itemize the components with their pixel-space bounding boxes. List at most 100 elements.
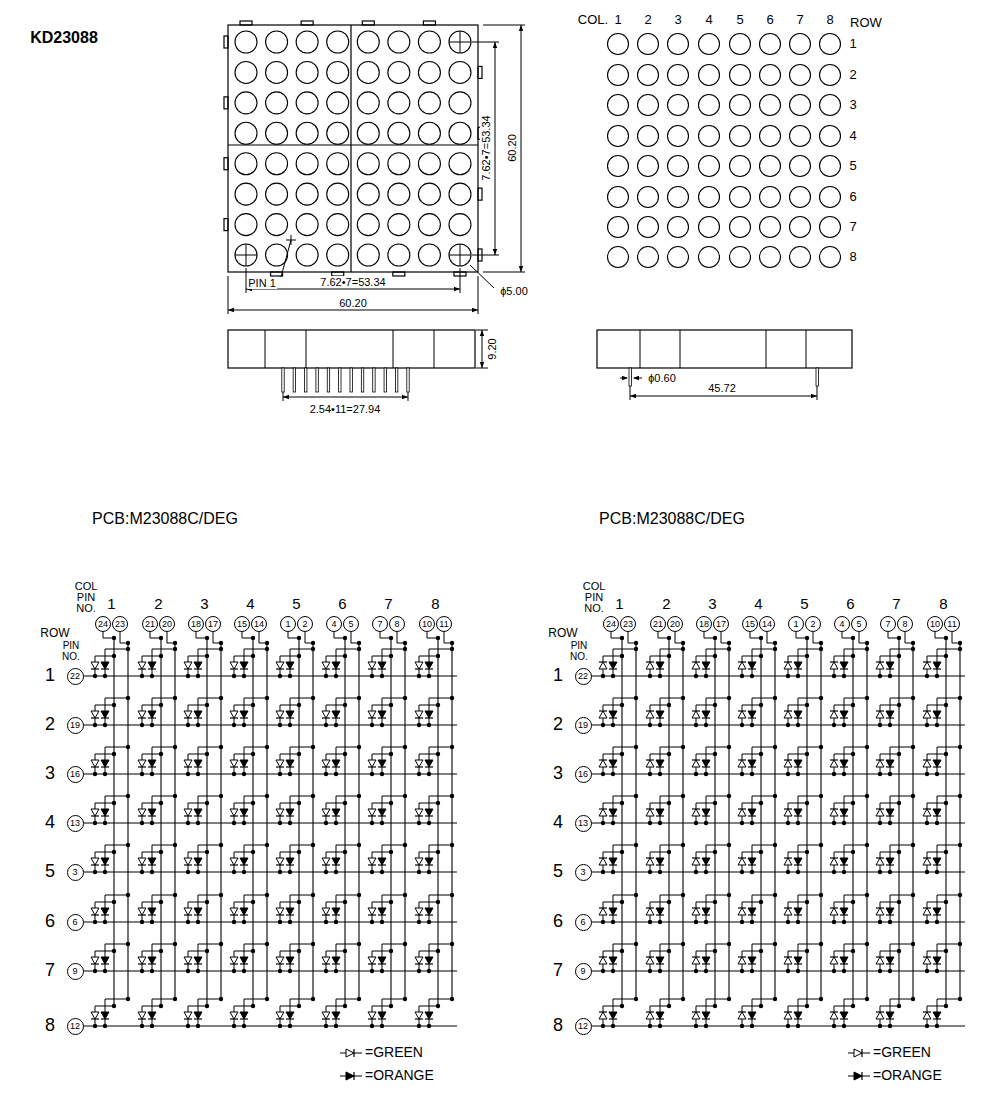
junction-dot [126, 942, 130, 946]
green-led-symbol [368, 760, 376, 767]
junction-dot [648, 920, 652, 924]
junction-dot [911, 696, 915, 700]
diode-lead [696, 951, 697, 957]
junction-dot [888, 674, 892, 678]
junction-dot [681, 641, 685, 645]
diode-lead [244, 999, 267, 1000]
diode-lead [105, 747, 106, 760]
outline-tab [478, 188, 482, 200]
diode-lead [613, 649, 614, 662]
diode-lead [788, 1006, 789, 1012]
junction-dot [865, 696, 869, 700]
led-outline [388, 244, 410, 266]
diode-lead [798, 999, 799, 1012]
diode-lead [244, 895, 267, 896]
diode-lead [880, 705, 881, 711]
led-outline [327, 31, 349, 53]
led-outline [357, 92, 379, 114]
junction-dot [796, 870, 800, 874]
diode-lead [372, 705, 373, 711]
diode-lead [290, 796, 291, 809]
green-led-symbol [599, 711, 607, 718]
diode-lead [603, 754, 604, 760]
outline-tab [301, 21, 313, 25]
junction-dot [150, 870, 154, 874]
diode-lead [198, 747, 221, 748]
junction-dot [601, 870, 605, 874]
junction-dot [773, 745, 777, 749]
junction-dot [450, 843, 454, 847]
diode-lead [142, 705, 143, 711]
junction-dot [205, 949, 209, 953]
junction-dot [819, 794, 823, 798]
pin-lead [305, 368, 307, 392]
junction-dot [370, 870, 374, 874]
diode-lead [798, 845, 821, 846]
diode-lead [95, 754, 96, 760]
junction-dot [103, 969, 107, 973]
junction-dot [634, 942, 638, 946]
green-led-symbol [415, 1012, 423, 1019]
diode-lead [234, 705, 235, 711]
junction-dot [334, 969, 338, 973]
junction-dot [773, 641, 777, 645]
led-outline [449, 183, 471, 205]
dimension-arrowhead [519, 25, 523, 31]
led-outline [668, 187, 689, 208]
green-led-symbol [184, 711, 192, 718]
body-seam [806, 330, 807, 368]
junction-dot [265, 843, 269, 847]
orange-led-symbol [101, 858, 109, 865]
diode-lead [788, 754, 789, 760]
junction-dot [878, 723, 882, 727]
orange-led-symbol [425, 760, 433, 767]
junction-dot [112, 654, 116, 658]
junction-dot [611, 821, 615, 825]
junction-dot [796, 969, 800, 973]
mounting-cross [459, 244, 460, 266]
junction-dot [704, 723, 708, 727]
green-led-symbol [230, 760, 238, 767]
orange-led-symbol [702, 1012, 710, 1019]
junction-dot [173, 843, 177, 847]
junction-dot [205, 752, 209, 756]
diode-lead [326, 902, 327, 908]
green-led-symbol [692, 662, 700, 669]
diode-lead [244, 845, 267, 846]
green-led-symbol [599, 957, 607, 964]
junction-dot [667, 900, 671, 904]
junction-dot [805, 654, 809, 658]
orange-led-symbol [840, 760, 848, 767]
diode-lead [613, 698, 614, 711]
led-outline [790, 34, 811, 55]
junction-dot [681, 997, 685, 1001]
junction-dot [832, 1024, 836, 1028]
diode-lead [798, 796, 821, 797]
diode-lead [742, 656, 743, 662]
junction-dot [311, 997, 315, 1001]
junction-dot [450, 942, 454, 946]
diode-lead [198, 747, 199, 760]
junction-dot [278, 1024, 282, 1028]
junction-dot [343, 801, 347, 805]
diode-lead [844, 944, 845, 957]
junction-dot [324, 870, 328, 874]
led-outline [266, 31, 288, 53]
led-outline [820, 34, 841, 55]
junction-dot [343, 636, 347, 640]
junction-dot [278, 870, 282, 874]
diode-lead [798, 698, 821, 699]
led-outline [357, 214, 379, 236]
led-outline [235, 244, 257, 266]
led-outline [668, 65, 689, 86]
junction-dot [786, 821, 790, 825]
junction-dot [704, 920, 708, 924]
diode-lead [290, 845, 313, 846]
orange-led-symbol [886, 662, 894, 669]
green-led-symbol [784, 711, 792, 718]
diode-lead [844, 895, 845, 908]
led-outline [790, 187, 811, 208]
diode-lead [660, 845, 683, 846]
junction-dot [278, 920, 282, 924]
green-led-symbol [138, 858, 146, 865]
